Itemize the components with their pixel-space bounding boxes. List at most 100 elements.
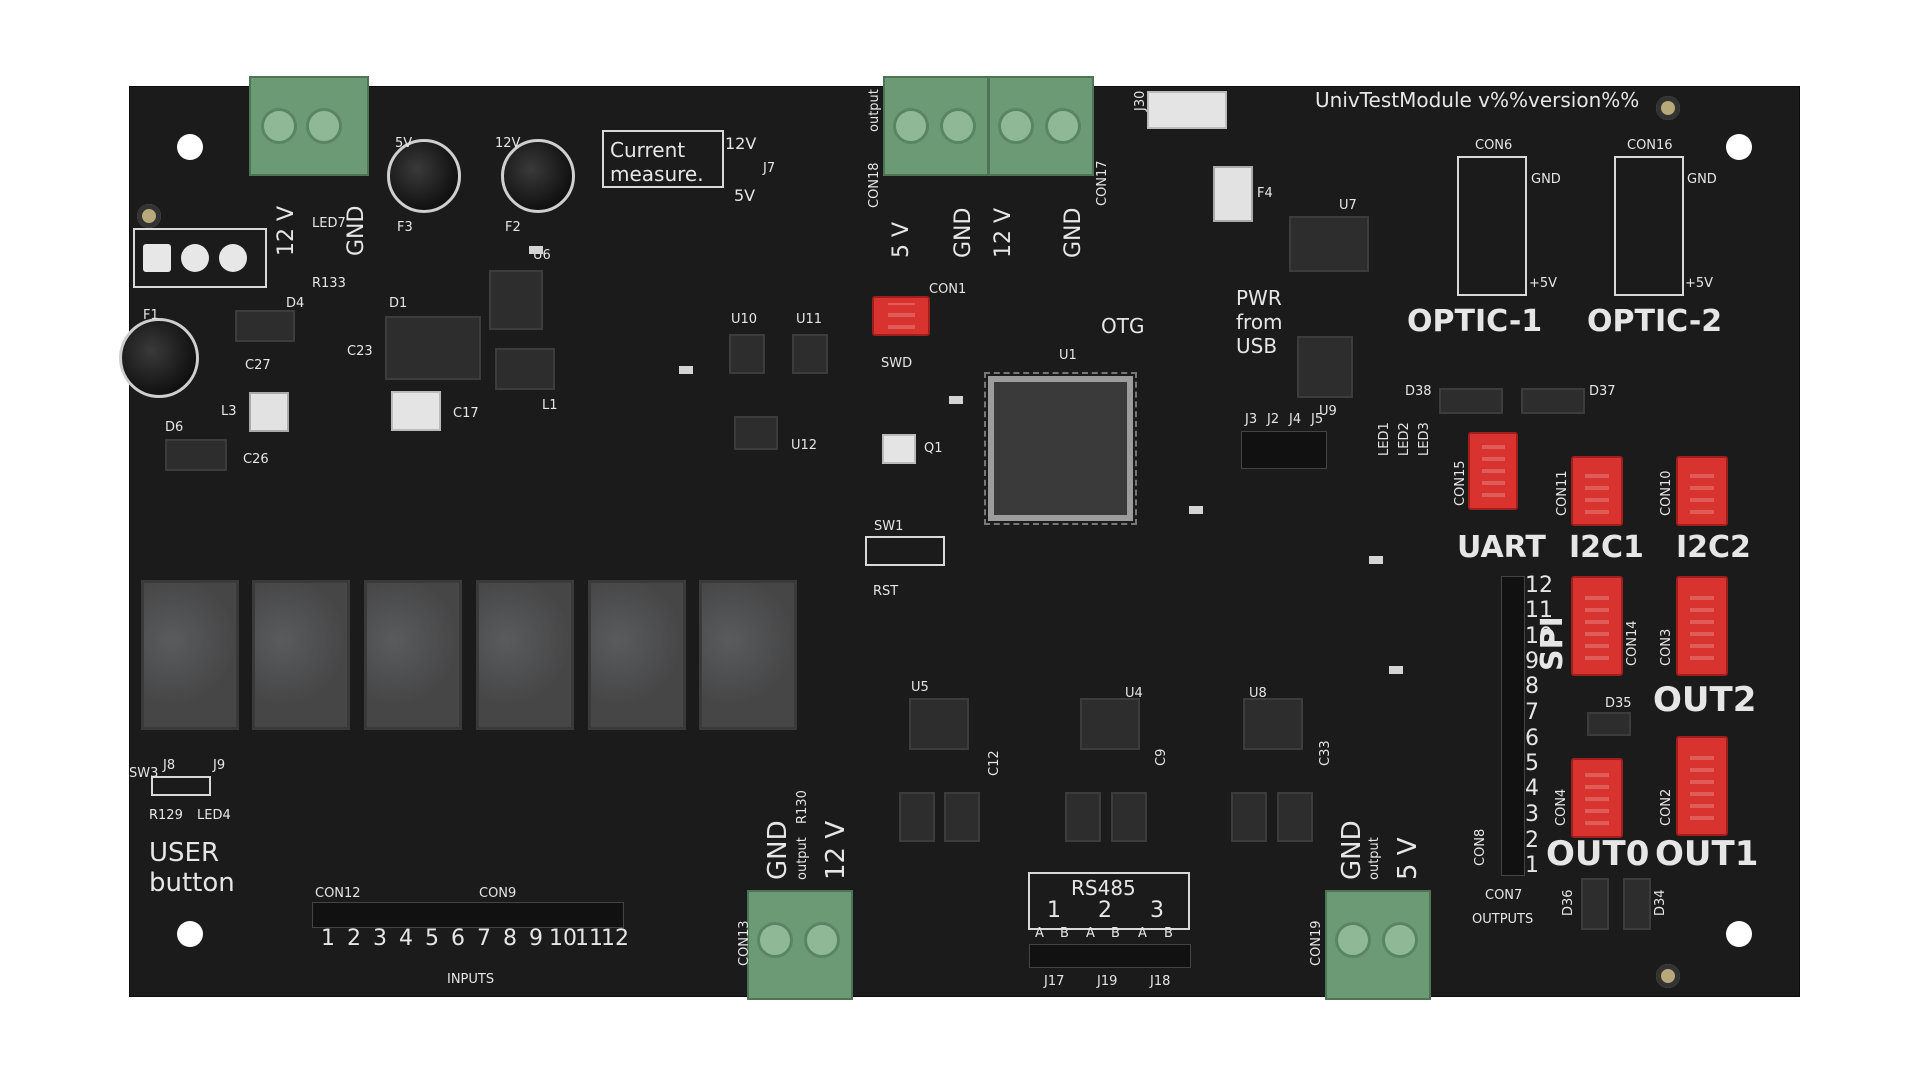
screw-terminal-icon — [261, 108, 297, 144]
optic2-5v-label: +5V — [1685, 276, 1714, 291]
input-number: 5 — [425, 926, 439, 951]
output-number: 7 — [1525, 700, 1539, 725]
pcb-board: UnivTestModule v%%version%% 12 V GND 5V … — [119, 76, 1800, 1000]
output-5v-bottom-terminal[interactable] — [1325, 890, 1431, 1000]
refdes-c9: C9 — [1154, 748, 1169, 766]
i2c1-label: I2C1 — [1569, 530, 1644, 565]
input-number: 8 — [503, 926, 517, 951]
input-number: 4 — [399, 926, 413, 951]
relay — [141, 580, 239, 730]
refdes-f3: F3 — [397, 220, 413, 235]
input-number: 1 — [321, 926, 335, 951]
user-button-line2: button — [149, 868, 235, 898]
refdes-j3: J3 — [1245, 412, 1258, 427]
tvs-diode — [1111, 792, 1147, 842]
output-number: 11 — [1525, 598, 1553, 623]
user-button[interactable] — [151, 776, 211, 796]
input-gnd-label: GND — [344, 205, 369, 256]
rs485-line: A — [1086, 926, 1095, 941]
out2-connector[interactable] — [1676, 576, 1728, 676]
refdes-j9: J9 — [213, 758, 226, 773]
uart-label: UART — [1457, 530, 1546, 565]
output-word-label: output — [867, 89, 882, 132]
rs485-line: B — [1164, 926, 1173, 941]
uart-connector[interactable] — [1468, 432, 1518, 510]
refdes-con11: CON11 — [1555, 470, 1570, 516]
rs485-line: B — [1060, 926, 1069, 941]
optic1-5v-label: +5V — [1529, 276, 1558, 291]
refdes-con4: CON4 — [1554, 788, 1569, 826]
jumper-12v-label: 12V — [725, 134, 757, 153]
refdes-sw3: SW3 — [129, 766, 159, 781]
refdes-d1: D1 — [389, 296, 408, 311]
reset-button[interactable] — [865, 536, 945, 566]
user-button-line1: USER — [149, 838, 220, 868]
refdes-d35: D35 — [1605, 696, 1632, 711]
fiducial-mark — [1656, 964, 1680, 988]
rs485-header[interactable] — [1029, 944, 1191, 968]
fiducial-mark — [137, 204, 161, 228]
refdes-q1: Q1 — [924, 441, 943, 456]
refdes-con19: CON19 — [1309, 920, 1324, 966]
refdes-u12: U12 — [791, 438, 818, 453]
swd-connector[interactable] — [872, 296, 930, 336]
out0-label: OUT0 — [1546, 834, 1650, 874]
out0-connector[interactable] — [1571, 758, 1623, 838]
refdes-j2: J2 — [1267, 412, 1280, 427]
refdes-con8: CON8 — [1473, 828, 1488, 866]
i2c2-connector[interactable] — [1676, 456, 1728, 526]
refdes-c23: C23 — [347, 344, 373, 359]
refdes-d6: D6 — [165, 420, 184, 435]
diode-d36 — [1581, 878, 1609, 930]
output-12v-terminal[interactable] — [988, 76, 1094, 176]
optic-2-connector[interactable] — [1614, 156, 1684, 296]
refdes-con1: CON1 — [929, 282, 967, 297]
output-number: 4 — [1525, 776, 1539, 801]
relay — [588, 580, 686, 730]
optic-1-connector[interactable] — [1457, 156, 1527, 296]
screw-terminal-icon — [1335, 922, 1371, 958]
ic-u5 — [909, 698, 969, 750]
refdes-u4: U4 — [1125, 686, 1143, 701]
outputs-header[interactable] — [1501, 576, 1525, 876]
jumper-header-j2-j5[interactable] — [1241, 431, 1327, 469]
usb-connector[interactable] — [1147, 91, 1227, 129]
fiducial-mark — [1656, 96, 1680, 120]
ic-u7 — [1289, 216, 1369, 272]
screw-terminal-icon — [306, 108, 342, 144]
inductor-l3 — [249, 392, 289, 432]
rs485-line: B — [1111, 926, 1120, 941]
optic1-gnd-label: GND — [1531, 172, 1561, 187]
spi-connector[interactable] — [1571, 576, 1623, 676]
power-input-terminal[interactable] — [249, 76, 369, 176]
otg-label: OTG — [1101, 314, 1145, 338]
ic-u8 — [1243, 698, 1303, 750]
diode-d37 — [1521, 388, 1585, 414]
i2c2-label: I2C2 — [1676, 530, 1751, 565]
out-gnd-label: GND — [951, 207, 976, 258]
input-number: 2 — [347, 926, 361, 951]
refdes-l1: L1 — [542, 398, 558, 413]
inputs-header[interactable] — [312, 902, 624, 928]
optic2-gnd-label: GND — [1687, 172, 1717, 187]
output-number: 5 — [1525, 751, 1539, 776]
input-number: 6 — [451, 926, 465, 951]
out1-connector[interactable] — [1676, 736, 1728, 836]
out1-label: OUT1 — [1655, 834, 1759, 874]
refdes-con9: CON9 — [479, 886, 517, 901]
refdes-con14: CON14 — [1625, 620, 1640, 666]
i2c1-connector[interactable] — [1571, 456, 1623, 526]
rs485-box — [1028, 872, 1190, 930]
output-5v-terminal[interactable] — [883, 76, 989, 176]
refdes-sw1: SW1 — [874, 519, 904, 534]
tvs-diode — [944, 792, 980, 842]
rs485-channel: 3 — [1150, 898, 1164, 923]
output-12v-bottom-terminal[interactable] — [747, 890, 853, 1000]
mounting-hole — [177, 134, 203, 160]
refdes-j19: J19 — [1097, 974, 1118, 989]
board-title: UnivTestModule v%%version%% — [1315, 88, 1640, 112]
refdes-c27: C27 — [245, 358, 271, 373]
refdes-con12: CON12 — [315, 886, 361, 901]
refdes-f1: F1 — [143, 308, 159, 323]
fuse-f4 — [1213, 166, 1253, 222]
